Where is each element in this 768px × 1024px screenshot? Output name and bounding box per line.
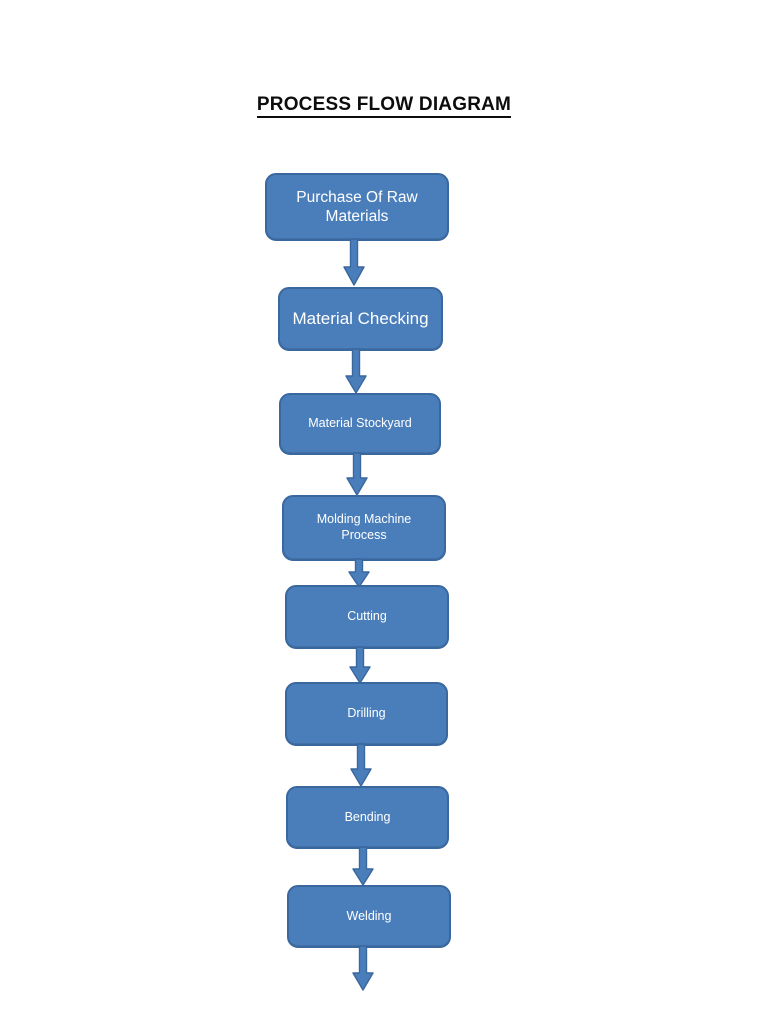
arrow-down-icon-1: [343, 238, 365, 286]
arrow-down-icon-6: [350, 743, 372, 787]
flow-node-material-checking[interactable]: Material Checking: [278, 287, 443, 351]
flow-node-purchase-of-raw-materials[interactable]: Purchase Of Raw Materials: [265, 173, 449, 241]
arrow-down-icon-2: [345, 348, 367, 394]
flow-node-label: Drilling: [347, 706, 386, 721]
flow-node-label: Purchase Of Raw Materials: [296, 188, 418, 225]
flow-node-label: Molding Machine Process: [316, 512, 412, 542]
flow-node-label: Cutting: [347, 609, 387, 624]
page-title-text: PROCESS FLOW DIAGRAM: [256, 94, 512, 118]
arrow-down-icon-5: [349, 646, 371, 684]
arrow-down-icon-8: [352, 945, 374, 991]
arrow-down-icon-7: [352, 846, 374, 886]
flow-node-drilling[interactable]: Drilling: [285, 682, 448, 746]
flow-node-molding-machine-process[interactable]: Molding Machine Process: [282, 495, 446, 561]
flow-node-material-stockyard[interactable]: Material Stockyard: [279, 393, 441, 455]
flow-node-label: Bending: [344, 809, 391, 824]
arrow-down-icon-3: [346, 452, 368, 496]
page-title: PROCESS FLOW DIAGRAM: [0, 94, 768, 118]
flow-node-label: Welding: [346, 908, 392, 923]
flow-node-welding[interactable]: Welding: [287, 885, 451, 948]
arrow-down-icon-4: [348, 558, 370, 588]
flow-node-bending[interactable]: Bending: [286, 786, 449, 849]
flow-node-label: Material Stockyard: [308, 416, 412, 431]
flow-node-label: Material Checking: [292, 309, 429, 329]
flow-node-cutting[interactable]: Cutting: [285, 585, 449, 649]
